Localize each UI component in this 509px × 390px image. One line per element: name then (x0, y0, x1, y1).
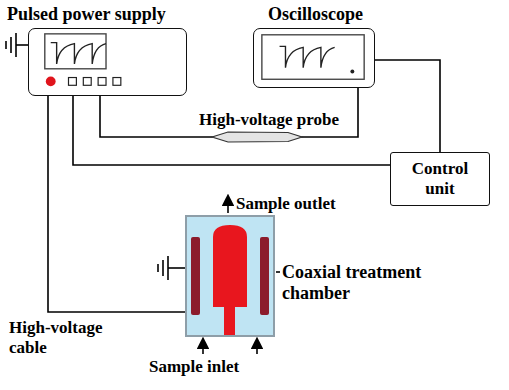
probe-symbol (212, 132, 302, 142)
wire-label: High-voltage probe (198, 110, 340, 130)
device-art (254, 29, 374, 87)
control-box: Control unit (390, 152, 490, 206)
ground-symbol (6, 33, 28, 57)
treatment-chamber: Coaxial treatment chamber (185, 215, 275, 337)
wire (375, 60, 440, 152)
node-label: Control unit (399, 159, 481, 198)
flow-arrow (256, 343, 258, 354)
device-art (29, 29, 186, 95)
flow-arrow (202, 343, 204, 354)
electrode-art (187, 217, 273, 335)
wire (48, 96, 185, 312)
wire-label: High-voltage cable (8, 318, 128, 357)
leader-line (276, 271, 280, 273)
node-label: Pulsed power supply (7, 4, 217, 25)
oscilloscope-box: Oscilloscope (253, 28, 375, 88)
node-label: Coaxial treatment chamber (282, 262, 462, 303)
flow-label: Sample outlet (235, 194, 337, 214)
flow-arrow (227, 200, 229, 213)
wire (73, 96, 390, 165)
node-label: Oscilloscope (268, 4, 398, 25)
power-supply-box: Pulsed power supply (28, 28, 187, 96)
flow-label: Sample inlet (148, 357, 240, 377)
